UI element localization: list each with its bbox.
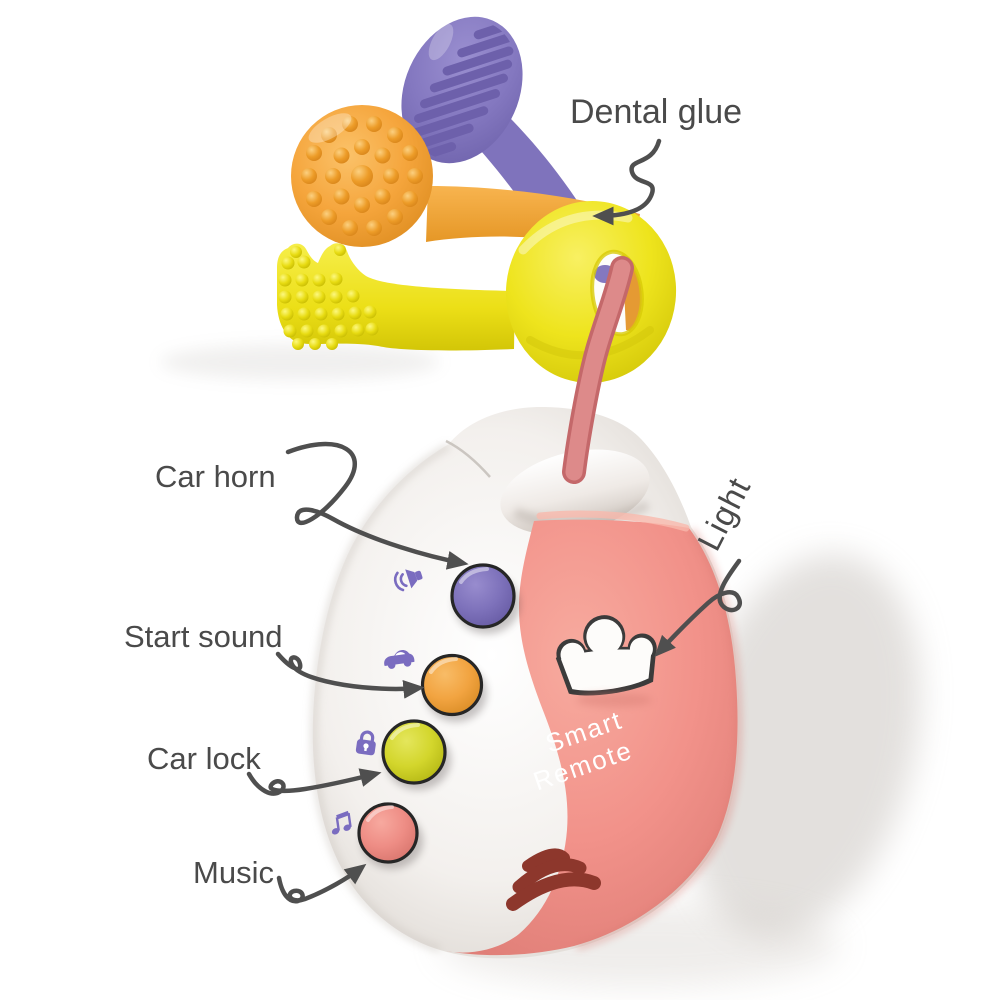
padlock-icon <box>355 730 376 756</box>
car-icon <box>384 650 415 669</box>
remote-pink-shell <box>446 519 738 956</box>
speaker-waves <box>506 848 601 911</box>
arrow-music <box>276 863 367 904</box>
orange-key-bumps <box>301 116 423 236</box>
arrow-light <box>654 558 742 657</box>
arrow-car-lock <box>246 768 382 796</box>
label-car-lock: Car lock <box>147 741 261 776</box>
teether-keys <box>277 16 677 383</box>
green-button-car-lock <box>381 719 447 785</box>
arrow-dental-glue <box>592 138 662 226</box>
crown-light-icon <box>555 615 657 696</box>
yellow-key-bumps <box>278 244 379 350</box>
label-dental-glue: Dental glue <box>570 93 742 131</box>
arrow-car-horn <box>285 441 469 570</box>
annotations: Dental glue Car horn Start sound Car loc… <box>124 93 758 904</box>
smart-remote-body: Smart Remote <box>310 406 742 959</box>
carabiner-seam <box>445 439 491 478</box>
orange-teether-key <box>291 105 640 252</box>
label-car-horn: Car horn <box>155 459 276 494</box>
horn-speaker-icon <box>393 569 423 592</box>
orange-button-start-sound <box>420 653 484 717</box>
yellow-teether-key <box>277 243 515 351</box>
label-light: Light <box>690 471 758 556</box>
purple-button-car-horn <box>450 563 516 629</box>
label-start-sound: Start sound <box>124 619 283 654</box>
label-music: Music <box>193 855 274 890</box>
pink-button-music <box>357 802 419 864</box>
arrow-start-sound <box>275 651 425 699</box>
music-notes-icon <box>331 810 352 835</box>
buttons <box>357 563 520 869</box>
strap <box>562 256 634 484</box>
